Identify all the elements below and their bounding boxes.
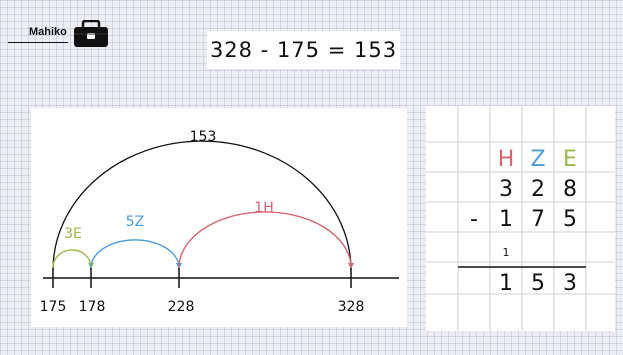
minuend-e: 8 bbox=[563, 177, 577, 202]
jump-label-hundreds: 1H bbox=[254, 200, 273, 216]
total-label: 153 bbox=[190, 129, 217, 145]
number-line-panel: 153 3E 5Z 1H 175 178 228 328 bbox=[31, 108, 407, 327]
result-e: 3 bbox=[563, 271, 577, 296]
total-arc bbox=[52, 140, 352, 271]
minus-sign: - bbox=[470, 207, 478, 232]
column-subtraction-panel: H Z E 3 2 8 - 1 7 5 1 1 5 3 bbox=[426, 106, 615, 331]
tick-label-328: 328 bbox=[338, 299, 365, 315]
equation-text: 328 - 175 = 153 bbox=[209, 38, 398, 62]
tick-label-178: 178 bbox=[79, 299, 106, 315]
header-z: Z bbox=[530, 147, 545, 172]
result-h: 1 bbox=[499, 271, 513, 296]
header-e: E bbox=[563, 147, 577, 172]
subtrahend-z: 7 bbox=[531, 207, 545, 232]
column-grid: H Z E 3 2 8 - 1 7 5 1 1 5 3 bbox=[426, 106, 615, 331]
tick-label-228: 228 bbox=[168, 299, 195, 315]
jump-label-ones: 3E bbox=[64, 226, 82, 242]
jump-arc-ones bbox=[52, 249, 92, 271]
subtrahend-h: 1 bbox=[499, 207, 513, 232]
carry-digit: 1 bbox=[503, 246, 510, 259]
result-z: 5 bbox=[531, 271, 545, 296]
brand: Mahiko bbox=[0, 20, 110, 50]
jump-arrow-hundreds bbox=[348, 263, 354, 269]
brand-underline bbox=[8, 42, 68, 43]
tick-label-175: 175 bbox=[40, 299, 67, 315]
brand-name: Mahiko bbox=[29, 26, 67, 38]
equation-card: 328 - 175 = 153 bbox=[207, 31, 400, 69]
jump-label-tens: 5Z bbox=[126, 214, 145, 230]
subtrahend-e: 5 bbox=[563, 207, 577, 232]
jump-arc-tens bbox=[90, 239, 180, 271]
jump-arc-hundreds bbox=[178, 211, 352, 271]
number-line-diagram: 153 3E 5Z 1H 175 178 228 328 bbox=[40, 129, 399, 315]
header-h: H bbox=[498, 147, 515, 172]
toolbox-icon bbox=[74, 20, 108, 47]
grid-lines bbox=[426, 106, 615, 331]
minuend-z: 2 bbox=[531, 177, 545, 202]
minuend-h: 3 bbox=[499, 177, 513, 202]
